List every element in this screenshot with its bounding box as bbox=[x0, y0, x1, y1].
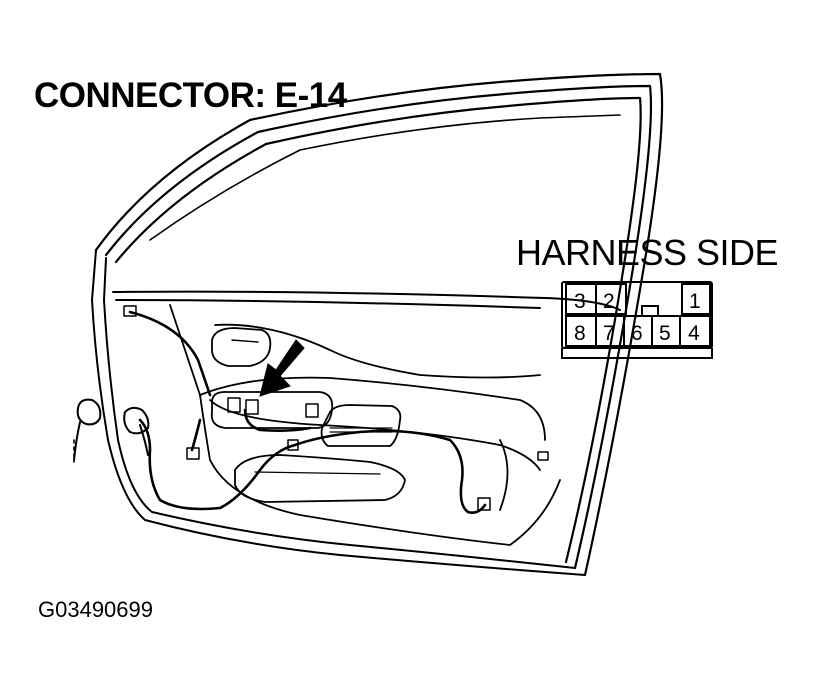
harness-connector-lower bbox=[186, 447, 200, 460]
pin-label: 1 bbox=[689, 290, 701, 313]
pillar-connector bbox=[76, 398, 102, 426]
pin-label: 3 bbox=[574, 290, 586, 313]
wiring-harness bbox=[128, 310, 487, 514]
pin-label: 8 bbox=[574, 322, 586, 345]
harness-connector-right bbox=[477, 497, 491, 511]
inner-handle bbox=[211, 327, 272, 367]
pin-label: 4 bbox=[688, 322, 700, 345]
harness-side-label: HARNESS SIDE bbox=[516, 232, 779, 273]
hinge-grommet bbox=[123, 406, 150, 435]
switch-2 bbox=[245, 399, 259, 415]
harness-connector-center bbox=[287, 439, 299, 451]
window-glass-edge bbox=[149, 114, 621, 241]
connector-pin-labels: 3 2 1 8 7 6 5 4 bbox=[574, 290, 701, 345]
pull-handle bbox=[320, 404, 402, 447]
pin-label: 2 bbox=[603, 290, 615, 313]
figure-id: G03490699 bbox=[38, 597, 153, 622]
connector-face bbox=[561, 281, 713, 359]
pin-label: 6 bbox=[631, 322, 643, 345]
harness-connector-top bbox=[123, 305, 137, 317]
door-panel bbox=[169, 304, 561, 546]
door-body bbox=[91, 249, 621, 576]
door-pocket bbox=[234, 454, 406, 503]
switch-1 bbox=[227, 397, 241, 413]
door-latch bbox=[537, 451, 549, 461]
pin-label: 7 bbox=[603, 322, 615, 345]
window-frame bbox=[94, 72, 664, 577]
switch-3 bbox=[305, 403, 319, 418]
connector-title: CONNECTOR: E-14 bbox=[34, 76, 347, 115]
pin-label: 5 bbox=[659, 322, 671, 345]
locator-arrow bbox=[259, 339, 305, 397]
